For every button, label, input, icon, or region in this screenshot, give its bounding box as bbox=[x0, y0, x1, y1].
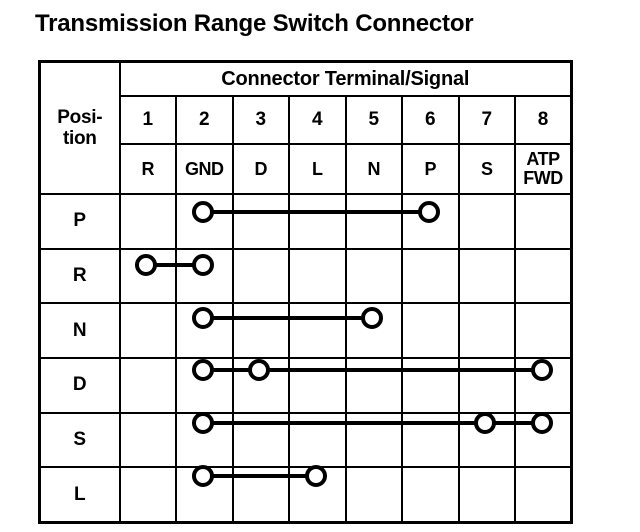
header-connector-terminal-signal: Connector Terminal/Signal bbox=[118, 60, 573, 97]
header-terminal-signal-8-line2: FWD bbox=[523, 168, 563, 188]
header-terminal-signal-5: N bbox=[344, 143, 403, 195]
cell-P-3 bbox=[231, 193, 290, 250]
cell-N-2 bbox=[175, 302, 234, 360]
cell-S-4 bbox=[288, 411, 347, 469]
header-position: Posi- tion bbox=[38, 60, 121, 195]
cell-R-2 bbox=[175, 247, 234, 305]
row-label-D: D bbox=[38, 357, 121, 414]
cell-D-1 bbox=[118, 357, 177, 414]
cell-R-7 bbox=[457, 247, 516, 305]
header-terminal-signal-2: GND bbox=[175, 143, 234, 195]
header-terminal-number-8: 8 bbox=[514, 95, 573, 145]
header-terminal-signal-7: S bbox=[457, 143, 516, 195]
cell-D-2 bbox=[175, 357, 234, 414]
header-terminal-signal-6: P bbox=[401, 143, 460, 195]
table-row: R bbox=[38, 247, 573, 305]
cell-R-5 bbox=[344, 247, 403, 305]
cell-L-4 bbox=[288, 466, 347, 524]
cell-N-1 bbox=[118, 302, 177, 360]
cell-P-6 bbox=[401, 193, 460, 250]
table-row: P bbox=[38, 193, 573, 250]
cell-P-2 bbox=[175, 193, 234, 250]
header-terminal-number-5: 5 bbox=[344, 95, 403, 145]
cell-R-1 bbox=[118, 247, 177, 305]
table-row: D bbox=[38, 357, 573, 414]
header-terminal-signal-1: R bbox=[118, 143, 177, 195]
cell-D-7 bbox=[457, 357, 516, 414]
row-label-L: L bbox=[38, 466, 121, 524]
table-row: S bbox=[38, 411, 573, 469]
cell-D-4 bbox=[288, 357, 347, 414]
header-terminal-number-1: 1 bbox=[118, 95, 177, 145]
header-row-group: Posi- tion Connector Terminal/Signal bbox=[38, 60, 573, 195]
cell-L-2 bbox=[175, 466, 234, 524]
cell-P-4 bbox=[288, 193, 347, 250]
header-position-line1: Posi- bbox=[57, 107, 103, 128]
cell-S-6 bbox=[401, 411, 460, 469]
cell-R-4 bbox=[288, 247, 347, 305]
cell-P-7 bbox=[457, 193, 516, 250]
row-label-R: R bbox=[38, 247, 121, 305]
header-terminal-number-2: 2 bbox=[175, 95, 234, 145]
cell-N-8 bbox=[514, 302, 573, 360]
header-terminal-signal-6-line1: P bbox=[424, 158, 436, 179]
cell-D-3 bbox=[231, 357, 290, 414]
cell-P-1 bbox=[118, 193, 177, 250]
row-label-N: N bbox=[38, 302, 121, 360]
cell-S-2 bbox=[175, 411, 234, 469]
table-row: L bbox=[38, 466, 573, 524]
row-label-P: P bbox=[38, 193, 121, 250]
cell-N-7 bbox=[457, 302, 516, 360]
cell-S-8 bbox=[514, 411, 573, 469]
cell-S-1 bbox=[118, 411, 177, 469]
cell-S-3 bbox=[231, 411, 290, 469]
table-row: N bbox=[38, 302, 573, 360]
cell-D-5 bbox=[344, 357, 403, 414]
cell-P-8 bbox=[514, 193, 573, 250]
header-terminal-signal-3-line1: D bbox=[254, 158, 268, 179]
header-terminal-signal-8-line1: ATP bbox=[526, 149, 560, 169]
header-terminal-number-6: 6 bbox=[401, 95, 460, 145]
cell-N-5 bbox=[344, 302, 403, 360]
header-terminal-number-3: 3 bbox=[231, 95, 290, 145]
header-terminal-number-4: 4 bbox=[288, 95, 347, 145]
cell-L-1 bbox=[118, 466, 177, 524]
cell-L-8 bbox=[514, 466, 573, 524]
cell-S-5 bbox=[344, 411, 403, 469]
cell-D-6 bbox=[401, 357, 460, 414]
cell-L-3 bbox=[231, 466, 290, 524]
cell-D-8 bbox=[514, 357, 573, 414]
row-label-S: S bbox=[38, 411, 121, 469]
header-terminal-signal-3: D bbox=[231, 143, 290, 195]
header-position-line2: tion bbox=[62, 128, 97, 149]
header-terminal-signal-7-line1: S bbox=[480, 158, 493, 179]
header-terminal-signal-2-line1: GND bbox=[185, 158, 224, 179]
cell-N-4 bbox=[288, 302, 347, 360]
cell-L-6 bbox=[401, 466, 460, 524]
cell-L-5 bbox=[344, 466, 403, 524]
header-terminal-signal-4-line1: L bbox=[312, 158, 323, 179]
cell-N-3 bbox=[231, 302, 290, 360]
cell-N-6 bbox=[401, 302, 460, 360]
cell-R-3 bbox=[231, 247, 290, 305]
cell-S-7 bbox=[457, 411, 516, 469]
header-terminal-signal-5-line1: N bbox=[367, 158, 381, 179]
cell-L-7 bbox=[457, 466, 516, 524]
cell-R-8 bbox=[514, 247, 573, 305]
header-terminal-signal-4: L bbox=[288, 143, 347, 195]
header-terminal-signal-1-line1: R bbox=[141, 158, 155, 179]
page-title: Transmission Range Switch Connector bbox=[35, 10, 474, 37]
header-terminal-number-7: 7 bbox=[457, 95, 516, 145]
cell-R-6 bbox=[401, 247, 460, 305]
cell-P-5 bbox=[344, 193, 403, 250]
